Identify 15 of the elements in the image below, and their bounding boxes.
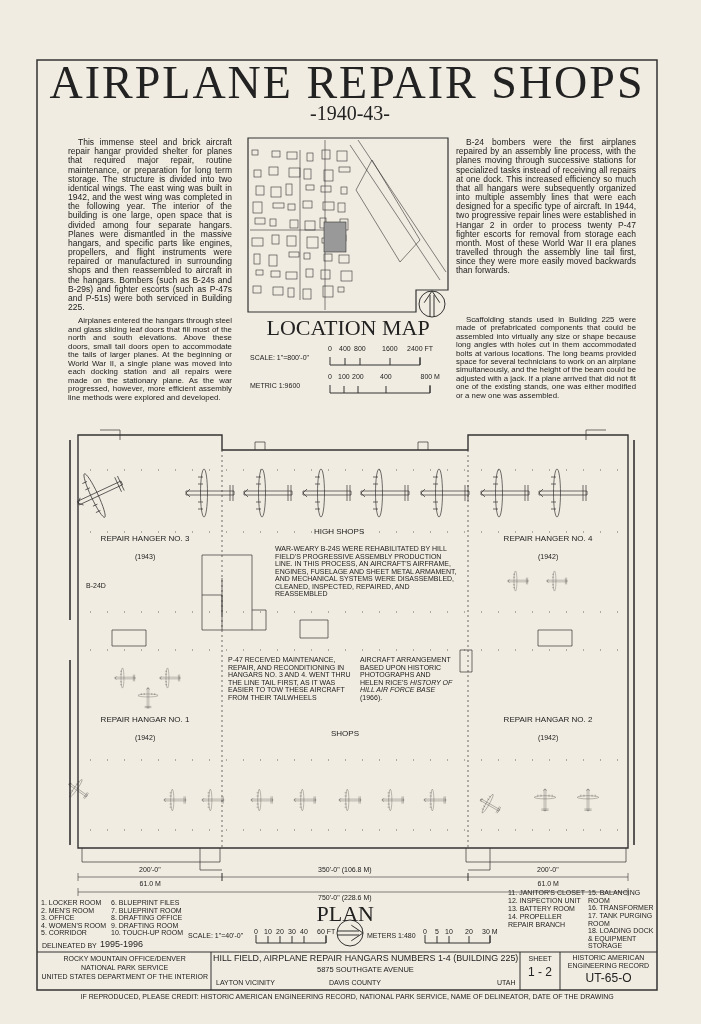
room-label: REPAIR HANGER NO. 4 (503, 535, 593, 544)
room-label: REPAIR HANGER NO. 3 (100, 535, 190, 544)
sheet-number: 1 - 2 (528, 966, 552, 979)
description-paragraph: This immense steel and brick aircraft repair hangar provided shelter for planes that required major repair, routine maintenance, or preparation for long term storage. The structure is divided into two identical wings. The east wing was built in 1942, and the west wing was completed in the following year. The interior of the building is one large, open space that is divided among four separate hangars. Planes were dismantled in the massive hangars, and specific parts like engines, propellers, and flight instruments were repaired or manufactured in surrounding shops and then reassembled to aircraft in the hangars. Bombers (such as B-24s and B-29s) and fighter escorts (such as P-47s and P-51s) were both serviced in Building 225. (68, 138, 232, 313)
record-number: UT-65-O (585, 972, 632, 985)
room-label: HIGH SHOPS (314, 528, 365, 537)
date-label: 1995-1996 (100, 940, 144, 950)
map-title: LOCATION MAP (266, 316, 430, 340)
subtitle: -1940-43- (310, 103, 390, 125)
room-label: SHOPS (331, 730, 359, 739)
description-paragraph: B-24 bombers were the first airplanes repaired by an assembly line process, with the planes moving through successive stations for specialized tasks instead of receiving all repairs at one dock. This increased efficiency so much that all hangars were subsequently organized into multiple assembly lines that were each designed for a specific type of aircraft. In 1944, two progressive repair lines were established in Hangar 2 in order to process twenty P-47 fighter escorts for removal from storage each month. Most of these World War II era planes travelled through the assembly line tail first, since they were more easily moved backwards than forwards. (456, 138, 636, 276)
room-label: REPAIR HANGAR NO. 2 (503, 716, 593, 725)
room-label: REPAIR HANGAR NO. 1 (100, 716, 190, 725)
plan-title: PLAN (316, 902, 374, 926)
drawing-title: HILL FIELD, AIRPLANE REPAIR HANGARS NUMBERS 1-4 (BUILDING 225) (213, 954, 519, 964)
